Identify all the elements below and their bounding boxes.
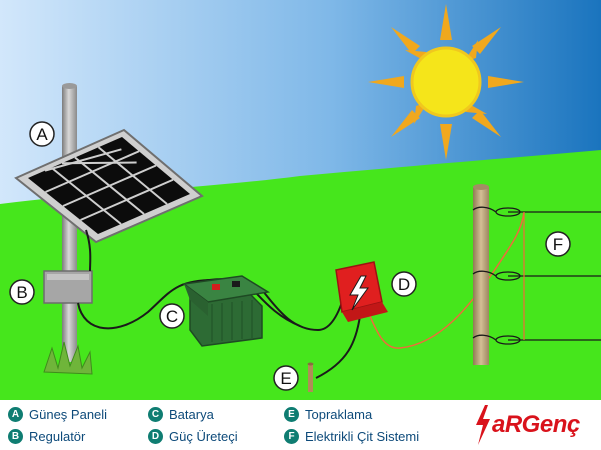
legend-label: Güneş Paneli: [29, 406, 108, 422]
callout-d: D: [391, 271, 417, 297]
lightning-bolt-icon: [349, 275, 369, 311]
legend-item-d: D Güç Üreteçi: [148, 426, 238, 446]
legend-badge: E: [284, 406, 299, 422]
callout-a-label: A: [36, 125, 48, 144]
legend-label: Elektrikli Çit Sistemi: [305, 428, 420, 444]
power-generator: [335, 261, 388, 322]
callout-d-label: D: [398, 275, 410, 294]
legend-badge: D: [148, 428, 163, 444]
fence: [472, 184, 601, 365]
callout-b-label: B: [16, 283, 27, 302]
solar-panel: [14, 128, 204, 244]
grass-tuft: [43, 341, 93, 375]
legend-label: Regulatör: [29, 428, 86, 444]
legend-badge: B: [8, 428, 23, 444]
legend-item-a: A Güneş Paneli: [8, 404, 107, 424]
callout-c: C: [159, 303, 185, 329]
live-wire: [369, 211, 525, 349]
legend-badge: F: [284, 428, 299, 444]
brand-name: aRGenç: [492, 411, 580, 438]
solar-panel-cell-grid: [45, 146, 174, 225]
legend-item-b: B Regulatör: [8, 426, 85, 446]
legend-label: Topraklama: [305, 406, 373, 422]
sun-icon: [368, 4, 524, 160]
brand-logo: aRGenç: [474, 404, 599, 446]
legend-item-c: C Batarya: [148, 404, 214, 424]
battery: [182, 275, 271, 347]
callout-b: B: [9, 279, 35, 305]
legend: A Güneş Paneli B Regulatör C Batarya D G…: [0, 400, 601, 450]
legend-label: Batarya: [169, 406, 214, 422]
lightning-bolt-icon: [476, 405, 490, 445]
solar-fence-diagram: A B C D E F: [0, 0, 601, 400]
callout-c-label: C: [166, 307, 178, 326]
legend-badge: A: [8, 406, 23, 422]
ground-rod: [307, 362, 314, 392]
legend-item-f: F Elektrikli Çit Sistemi: [284, 426, 419, 446]
callout-e-label: E: [280, 369, 291, 388]
callout-a: A: [29, 121, 55, 147]
legend-item-e: E Topraklama: [284, 404, 372, 424]
regulator-box: [43, 270, 93, 304]
legend-badge: C: [148, 406, 163, 422]
legend-label: Güç Üreteçi: [169, 428, 238, 444]
wire-generator-to-ground: [315, 315, 361, 379]
callout-f-label: F: [553, 235, 563, 254]
wire-panel-to-regulator: [85, 229, 92, 272]
callout-e: E: [273, 365, 299, 391]
callout-f: F: [545, 231, 571, 257]
